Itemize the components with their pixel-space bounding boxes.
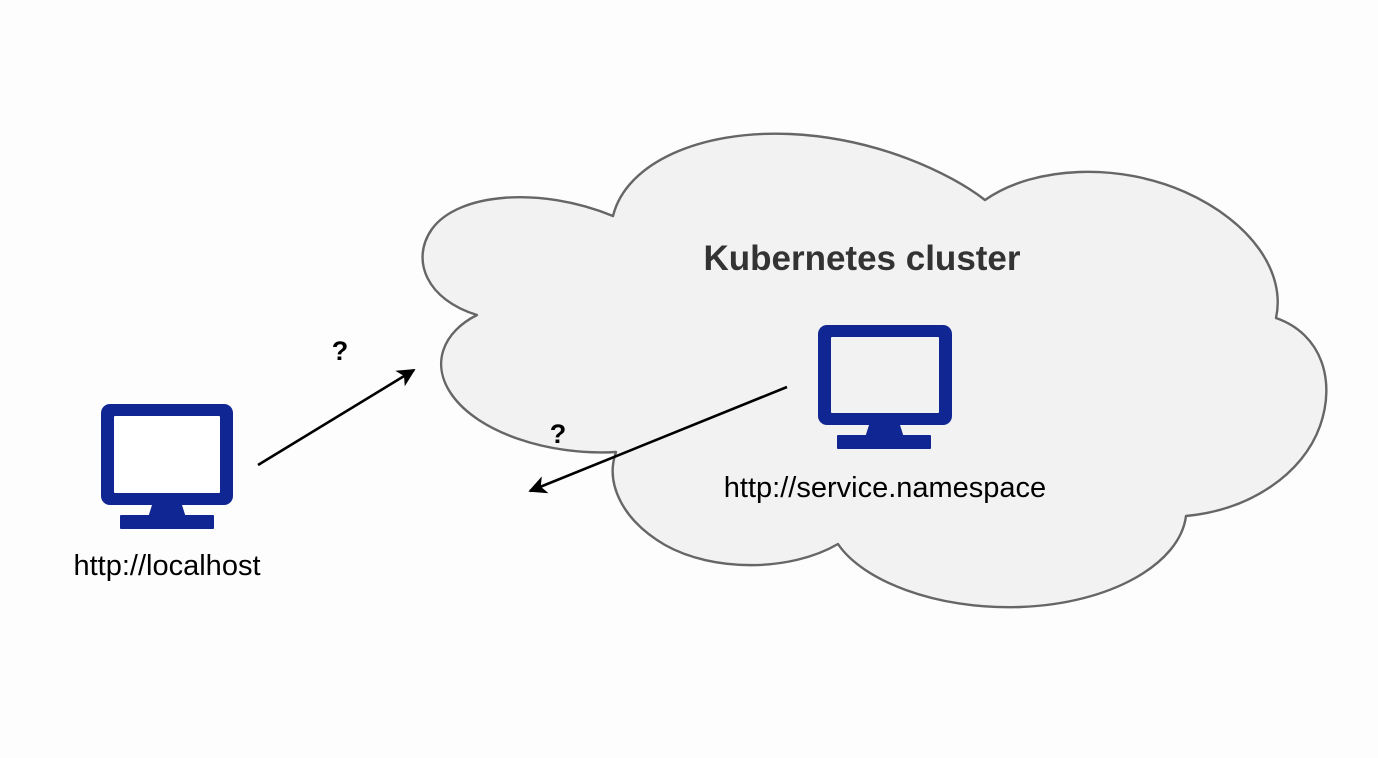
inbound-arrow-label: ? [332, 336, 349, 366]
monitor-screen [114, 416, 220, 493]
cloud-title: Kubernetes cluster [703, 239, 1020, 278]
outbound-arrow-line [528, 385, 788, 494]
outbound-arrow-label: ? [550, 419, 567, 449]
monitor-base [837, 435, 931, 449]
monitor-screen [831, 337, 939, 413]
client-node-label: http://localhost [74, 550, 261, 582]
service-node-label: http://service.namespace [724, 472, 1046, 504]
outbound-arrow [528, 385, 788, 494]
inbound-arrow-line [257, 368, 416, 467]
inbound-arrow [257, 368, 416, 467]
service-monitor-icon [818, 325, 952, 449]
monitor-base [120, 515, 214, 529]
client-monitor-icon [101, 404, 233, 529]
